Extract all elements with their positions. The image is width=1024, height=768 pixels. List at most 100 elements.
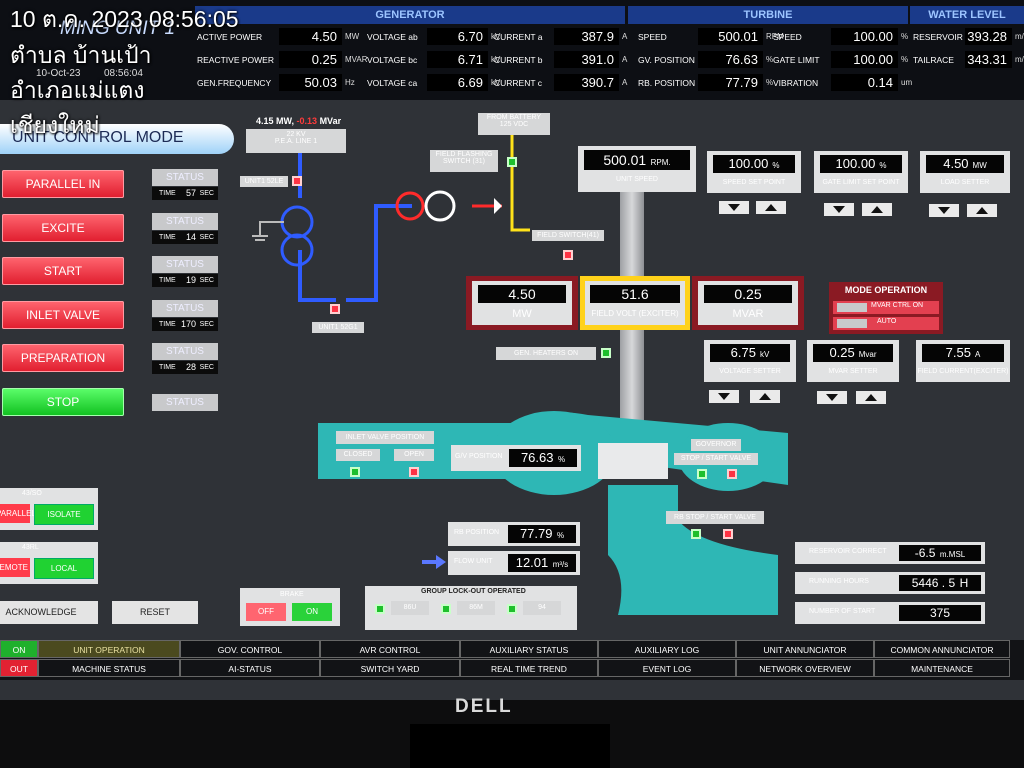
nav-item[interactable]: NETWORK OVERVIEW (736, 659, 874, 677)
nav-item[interactable]: EVENT LOG (598, 659, 736, 677)
nav-item[interactable]: AVR CONTROL (320, 640, 460, 658)
stop-button[interactable]: STOP (2, 388, 124, 416)
sequence-button[interactable]: EXCITE (2, 213, 124, 242)
gen-current-label: CURRENT c (494, 78, 543, 88)
mvar-ctrl-label: MVAR CTRL ON (871, 302, 924, 309)
inlet-open-indicator[interactable] (409, 467, 419, 477)
turbine-b-label: GATE LIMIT (773, 55, 820, 65)
auto-label: AUTO (877, 318, 897, 325)
lockout-label: 86M (457, 601, 495, 615)
nav-item[interactable]: UNIT ANNUNCIATOR (736, 640, 874, 658)
sequence-button[interactable]: INLET VALVE (2, 300, 124, 329)
field-switch-indicator[interactable] (563, 250, 573, 260)
remote-button[interactable]: REMOTE (0, 558, 30, 577)
rb-position-value: 77.79 (519, 526, 553, 541)
rb-position-unit: % (556, 531, 565, 540)
field-flash-text: FIELD FLASHING (435, 151, 493, 158)
rb-start-indicator[interactable] (723, 529, 733, 539)
breaker-52le-indicator[interactable] (292, 176, 302, 186)
lockout-indicator[interactable] (375, 604, 385, 614)
increase-button[interactable] (862, 203, 892, 216)
number-start-panel: NUMBER OF START 375 (795, 602, 985, 624)
reservoir-correct-display: -6.5 m.MSL (899, 545, 981, 561)
field-current-label: FIELD CURRENT(EXCITER) (917, 368, 1009, 375)
scada-screen: MING UNIT 1 10-Oct-23 08:56:04 GENERATOR… (0, 0, 1024, 700)
voltage-setter-value: 6.75 (730, 345, 756, 360)
stop-status: STATUS (152, 394, 218, 411)
unit-speed-display: 500.01 RPM. (584, 150, 690, 170)
decrease-button[interactable] (817, 391, 847, 404)
lockout-indicator[interactable] (507, 604, 517, 614)
nav-item[interactable]: COMMON ANNUNCIATOR (874, 640, 1010, 658)
nav-item[interactable]: AUXILIARY LOG (598, 640, 736, 658)
increase-button[interactable] (756, 201, 786, 214)
field-volt-box: 51.6 FIELD VOLT (EXCITER) (580, 276, 690, 330)
nav-item[interactable]: REAL TIME TREND (460, 659, 598, 677)
nav-item[interactable]: AUXILIARY STATUS (460, 640, 598, 658)
rb-stop-indicator[interactable] (691, 529, 701, 539)
gate-limit-setpoint-display: 100.00% (820, 155, 902, 173)
single-line-diagram (252, 125, 530, 302)
acknowledge-button[interactable]: ACKNOWLEDGE (0, 601, 98, 624)
breaker-52g1-indicator[interactable] (330, 304, 340, 314)
field-flash-indicator[interactable] (507, 157, 517, 167)
local-button[interactable]: LOCAL (34, 558, 94, 579)
voltage-setter-unit: kV (759, 350, 770, 359)
gen-heaters-indicator[interactable] (601, 348, 611, 358)
triangle-up-icon (871, 206, 883, 213)
isolate-button[interactable]: ISOLATE (34, 504, 94, 525)
gen-power-label: GEN.FREQUENCY (197, 78, 272, 88)
from-battery-label: FROM BATTERY 125 VDC (478, 113, 550, 135)
field-flash-text2: SWITCH (31) (443, 158, 485, 165)
nav-item[interactable]: MACHINE STATUS (38, 659, 180, 677)
load-setter-unit: MW (972, 161, 987, 170)
auto-button[interactable]: AUTO (833, 317, 939, 330)
inlet-closed-indicator[interactable] (350, 467, 360, 477)
nav-item[interactable]: SWITCH YARD (320, 659, 460, 677)
reset-button[interactable]: RESET (112, 601, 198, 624)
speed-setpoint-unit: % (772, 161, 780, 170)
gv-position-value: 76.63 (520, 450, 554, 465)
sequence-button[interactable]: PREPARATION (2, 344, 124, 372)
sequence-button[interactable]: START (2, 257, 124, 285)
brake-off-button[interactable]: OFF (246, 603, 286, 621)
decrease-button[interactable] (709, 390, 739, 403)
water-level-value: 343.31 (965, 51, 1012, 68)
reservoir-correct-unit: m.MSL (939, 550, 966, 559)
triangle-up-icon (976, 207, 988, 214)
plant-title: MING UNIT 1 (60, 18, 176, 39)
triangle-down-icon (938, 207, 950, 214)
parallel-button[interactable]: PARALLEL (0, 504, 36, 523)
decrease-button[interactable] (929, 204, 959, 217)
mvar-label: MVAR (732, 308, 764, 320)
lockout-label: 86U (391, 601, 429, 615)
lockout-indicator[interactable] (441, 604, 451, 614)
time-label: TIME (159, 320, 176, 328)
brake-on-button[interactable]: ON (292, 603, 332, 621)
governor-start-indicator[interactable] (727, 469, 737, 479)
triangle-up-icon (865, 394, 877, 401)
nav-left-out[interactable]: OUT (0, 659, 38, 677)
turbine-a-label: SPEED (638, 32, 667, 42)
nav-item[interactable]: GOV. CONTROL (180, 640, 320, 658)
gen-voltage-value: 6.69 (427, 74, 488, 91)
increase-button[interactable] (750, 390, 780, 403)
number-start-value: 375 (899, 605, 981, 621)
field-current-unit: A (974, 350, 981, 359)
mvar-ctrl-button[interactable]: MVAR CTRL ON (833, 301, 939, 314)
gen-power-value: 4.50 (279, 28, 342, 45)
nav-item[interactable]: MAINTENANCE (874, 659, 1010, 677)
pea-line-label: 22 KV P.E.A. LINE 1 (246, 129, 346, 153)
nav-item[interactable]: UNIT OPERATION (38, 640, 180, 658)
increase-button[interactable] (967, 204, 997, 217)
increase-button[interactable] (856, 391, 886, 404)
decrease-button[interactable] (824, 203, 854, 216)
sequence-button[interactable]: PARALLEL IN (2, 170, 124, 198)
unit-speed-value: 500.01 (603, 152, 647, 168)
decrease-button[interactable] (719, 201, 749, 214)
nav-item[interactable]: AI-STATUS (180, 659, 320, 677)
monitor-brand: DELL (455, 696, 513, 717)
nav-left-on[interactable]: ON (0, 640, 38, 658)
governor-stop-indicator[interactable] (697, 469, 707, 479)
running-hours-unit: H (959, 576, 969, 590)
